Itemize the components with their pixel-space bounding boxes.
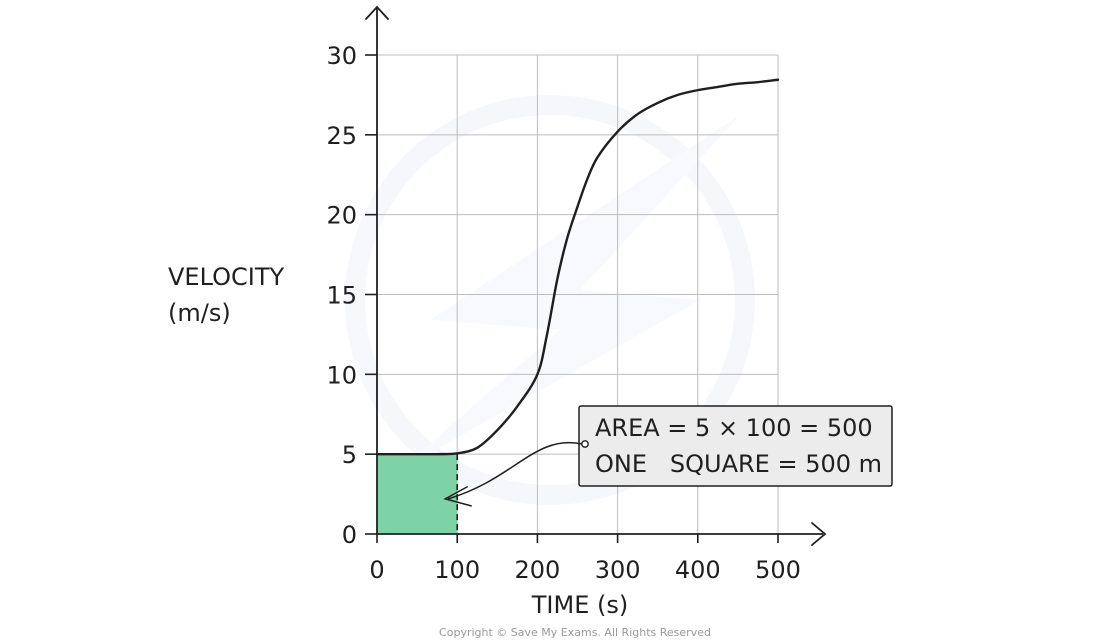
copyright-notice: Copyright © Save My Exams. All Rights Re… <box>439 626 711 639</box>
annotation-arrow-origin <box>581 440 589 448</box>
y-tick-label: 5 <box>342 441 357 469</box>
y-tick-label: 20 <box>326 202 357 230</box>
y-tick-label: 0 <box>342 521 357 549</box>
y-tick-label: 15 <box>326 282 357 310</box>
y-axis-title-line1: VELOCITY <box>168 263 284 291</box>
axes <box>365 5 827 546</box>
annotation-line1: AREA = 5 × 100 = 500 <box>595 414 873 442</box>
x-tick-label: 500 <box>755 556 801 584</box>
annotation-callout: AREA = 5 × 100 = 500 ONE SQUARE = 500 m <box>443 405 893 507</box>
x-tick-label: 400 <box>675 556 721 584</box>
x-tick-label: 0 <box>369 556 384 584</box>
annotation-arrowhead <box>443 486 472 507</box>
y-tick-label: 25 <box>326 122 357 150</box>
velocity-curve <box>375 78 780 456</box>
x-axis-title: TIME (s) <box>531 591 628 619</box>
y-axis-title-line2: (m/s) <box>168 299 231 327</box>
x-tick-label: 200 <box>514 556 560 584</box>
shaded-area-group <box>377 454 459 534</box>
y-tick-label: 10 <box>326 361 357 389</box>
watermark-logo <box>345 95 755 505</box>
x-tick-label: 300 <box>595 556 641 584</box>
x-axis-arrowhead <box>811 522 827 546</box>
shaded-area <box>377 454 458 534</box>
annotation-line2: ONE SQUARE = 500 m <box>595 450 882 478</box>
curve-group <box>375 78 780 456</box>
y-tick-label: 30 <box>326 42 357 70</box>
grid <box>377 54 779 534</box>
annotation-box <box>578 405 893 487</box>
annotation-arrow-line <box>447 441 583 500</box>
annotation-arrow <box>443 440 589 507</box>
y-axis-arrowhead <box>365 5 389 20</box>
x-tick-label: 100 <box>434 556 480 584</box>
